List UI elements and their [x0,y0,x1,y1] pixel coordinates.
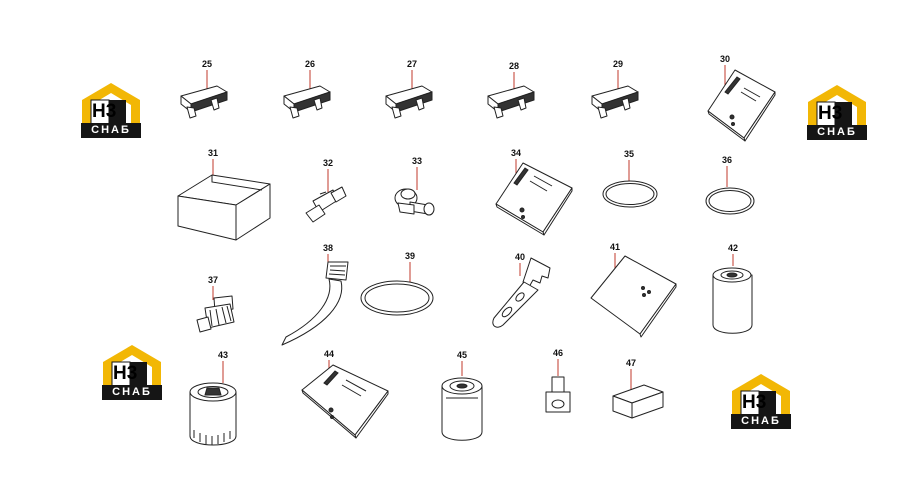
filter-42: 42 [712,243,753,334]
fuse-25: 25 [180,59,228,119]
fuse-26: 26 [283,59,331,119]
o-ring-35: 35 [602,149,658,208]
logo-word: СНАБ [731,414,791,429]
callout-43: 43 [218,350,228,360]
callout-47: 47 [626,358,636,368]
callout-42: 42 [728,243,738,253]
callout-40: 40 [515,252,525,262]
o-ring-39: 39 [360,251,434,316]
callout-27: 27 [407,59,417,69]
filter-43: 43 [189,350,237,446]
callout-44: 44 [324,349,334,359]
callout-34: 34 [511,148,521,158]
callout-28: 28 [509,61,519,71]
bolt-46: 46 [545,348,571,413]
logo-mark: H3 [113,363,138,384]
fitting-33: 33 [394,156,435,216]
logo-icon [82,83,140,125]
watermark-logo: H3 СНАБ [804,82,870,144]
logo-word: СНАБ [807,125,867,140]
logo-mark: H3 [818,103,843,124]
callout-25: 25 [202,59,212,69]
callout-45: 45 [457,350,467,360]
o-ring-36: 36 [705,155,755,215]
manual-30: 30 [707,54,776,142]
manual-34: 34 [495,148,573,236]
logo-icon [808,85,866,127]
watermark-logo: H3 СНАБ [728,371,794,433]
bulb-32: 32 [305,158,347,223]
valve-37: 37 [196,275,235,333]
manual-44: 44 [301,349,389,439]
logo-mark: H3 [742,392,767,413]
fuse-28: 28 [487,61,535,119]
logo-word: СНАБ [81,123,141,138]
logo-mark: H3 [92,101,117,122]
callout-38: 38 [323,243,333,253]
callout-36: 36 [722,155,732,165]
callout-39: 39 [405,251,415,261]
logo-icon [103,345,161,387]
callout-33: 33 [412,156,422,166]
watermark-logo: H3 СНАБ [78,80,144,142]
callout-30: 30 [720,54,730,64]
logo-icon [732,374,790,416]
callout-35: 35 [624,149,634,159]
pad-47: 47 [612,358,664,419]
callout-26: 26 [305,59,315,69]
tray-31: 31 [177,148,271,241]
watermark-logo: H3 СНАБ [99,342,165,404]
callout-29: 29 [613,59,623,69]
callout-32: 32 [323,158,333,168]
fuse-27: 27 [385,59,433,119]
hose-38: 38 [281,243,349,346]
callout-37: 37 [208,275,218,285]
callout-46: 46 [553,348,563,358]
callout-31: 31 [208,148,218,158]
wrench-40: 40 [492,252,551,328]
fuse-29: 29 [591,59,639,119]
logo-word: СНАБ [102,385,162,400]
sheet-41: 41 [590,242,677,338]
filter-45: 45 [441,350,483,441]
callout-41: 41 [610,242,620,252]
